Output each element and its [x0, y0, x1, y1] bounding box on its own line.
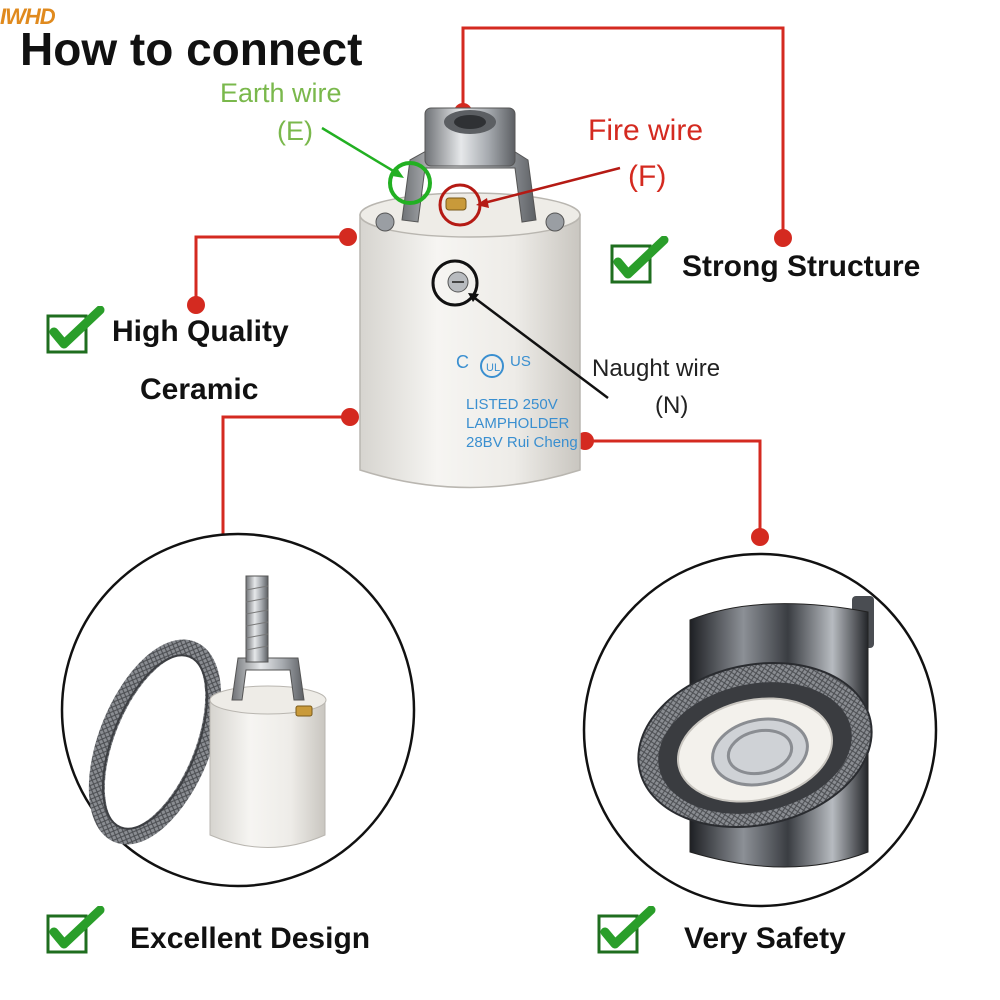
naught-wire-pointer — [471, 295, 609, 399]
svg-text:UL: UL — [486, 362, 500, 374]
fire-wire-pointer — [479, 166, 621, 206]
check-icon — [597, 906, 656, 954]
connector-high-quality — [194, 235, 348, 305]
check-icon — [610, 236, 669, 284]
earth-wire-code: (E) — [277, 116, 313, 146]
naught-wire-marker — [431, 259, 479, 307]
marking-line-2: LAMPHOLDER — [466, 415, 570, 432]
connector-strong-structure — [461, 26, 785, 238]
ceramic-marking: C UL US LISTED 250V LAMPHOLDER 28BV Rui … — [456, 352, 578, 451]
feature-very-safety: Very Safety — [684, 922, 846, 955]
check-icon — [46, 906, 105, 954]
feature-strong-structure: Strong Structure — [682, 250, 921, 283]
svg-text:US: US — [510, 353, 531, 370]
svg-text:C: C — [456, 352, 469, 372]
marking-line-1: LISTED 250V — [466, 396, 558, 413]
earth-wire-marker — [388, 161, 432, 205]
feature-excellent-design: Excellent Design — [130, 922, 371, 955]
earth-wire-label: Earth wire — [220, 78, 342, 108]
fire-wire-label: Fire wire — [588, 114, 704, 147]
naught-wire-label: Naught wire — [592, 355, 721, 382]
check-icon — [46, 306, 105, 354]
connector-very-safety — [585, 439, 762, 537]
feature-high-quality: High Quality — [112, 315, 289, 348]
naught-wire-code: (N) — [655, 392, 689, 419]
connector-lines — [194, 26, 785, 545]
bulb-socket-image — [582, 552, 938, 908]
lamp-holder-image: C UL US LISTED 250V LAMPHOLDER 28BV Rui … — [359, 107, 581, 489]
marking-line-3: 28BV Rui Cheng — [466, 434, 578, 451]
feature-ceramic: Ceramic — [140, 373, 259, 406]
page-title: How to connect — [20, 23, 363, 75]
earth-wire-pointer — [321, 126, 401, 177]
brand-logo: IWHD — [0, 4, 56, 29]
lamp-holder-with-ring-image — [60, 532, 416, 888]
fire-wire-code: (F) — [628, 160, 667, 193]
connector-excellent-design — [221, 415, 350, 545]
